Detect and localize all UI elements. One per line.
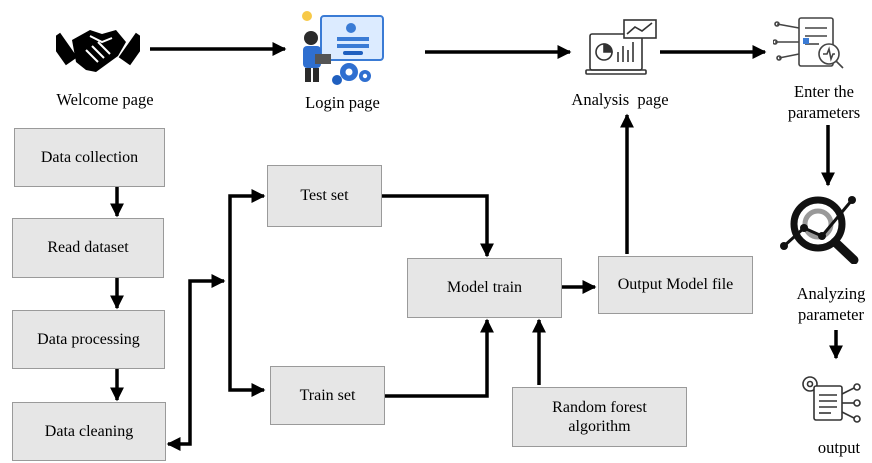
login-page-label: Login page bbox=[305, 93, 380, 112]
arrow-cleaning-to-split bbox=[166, 274, 226, 451]
read-dataset-label: Read dataset bbox=[47, 239, 129, 257]
train-set-box: Train set bbox=[270, 366, 385, 425]
arrow-train-to-model bbox=[385, 318, 494, 398]
data-processing-box: Data processing bbox=[12, 310, 165, 369]
login-illustration-icon bbox=[302, 11, 384, 85]
output-model-file-box: Output Model file bbox=[598, 256, 753, 314]
enter-parameters-label: Enter the parameters bbox=[787, 82, 861, 122]
test-set-box: Test set bbox=[267, 165, 382, 227]
random-forest-box: Random forest algorithm bbox=[512, 387, 687, 447]
data-collection-box: Data collection bbox=[14, 128, 165, 187]
test-set-label: Test set bbox=[300, 187, 349, 205]
random-forest-label: Random forest algorithm bbox=[552, 398, 647, 435]
arrow-test-to-model bbox=[382, 194, 494, 258]
output-label: output bbox=[817, 438, 861, 457]
arrow-split-to-test-set bbox=[228, 189, 266, 281]
parameter-form-icon bbox=[773, 17, 844, 69]
model-train-box: Model train bbox=[407, 258, 562, 318]
handshake-icon bbox=[56, 30, 140, 72]
analysis-page-label: Analysis page bbox=[571, 90, 669, 109]
data-cleaning-label: Data cleaning bbox=[44, 422, 134, 440]
data-collection-label: Data collection bbox=[40, 148, 139, 166]
data-cleaning-box: Data cleaning bbox=[12, 402, 166, 461]
analytics-dashboard-icon bbox=[585, 19, 657, 75]
data-processing-label: Data processing bbox=[37, 330, 140, 348]
welcome-page-label: Welcome page bbox=[56, 90, 154, 109]
output-document-icon bbox=[802, 376, 861, 423]
analyzing-parameter-label: Analyzing parameter bbox=[796, 284, 866, 324]
train-set-label: Train set bbox=[299, 386, 356, 404]
output-model-file-label: Output Model file bbox=[617, 276, 734, 294]
read-dataset-box: Read dataset bbox=[12, 218, 164, 278]
arrow-split-to-train-set bbox=[228, 281, 266, 397]
model-train-label: Model train bbox=[446, 279, 523, 297]
magnifier-chart-icon bbox=[780, 196, 859, 264]
